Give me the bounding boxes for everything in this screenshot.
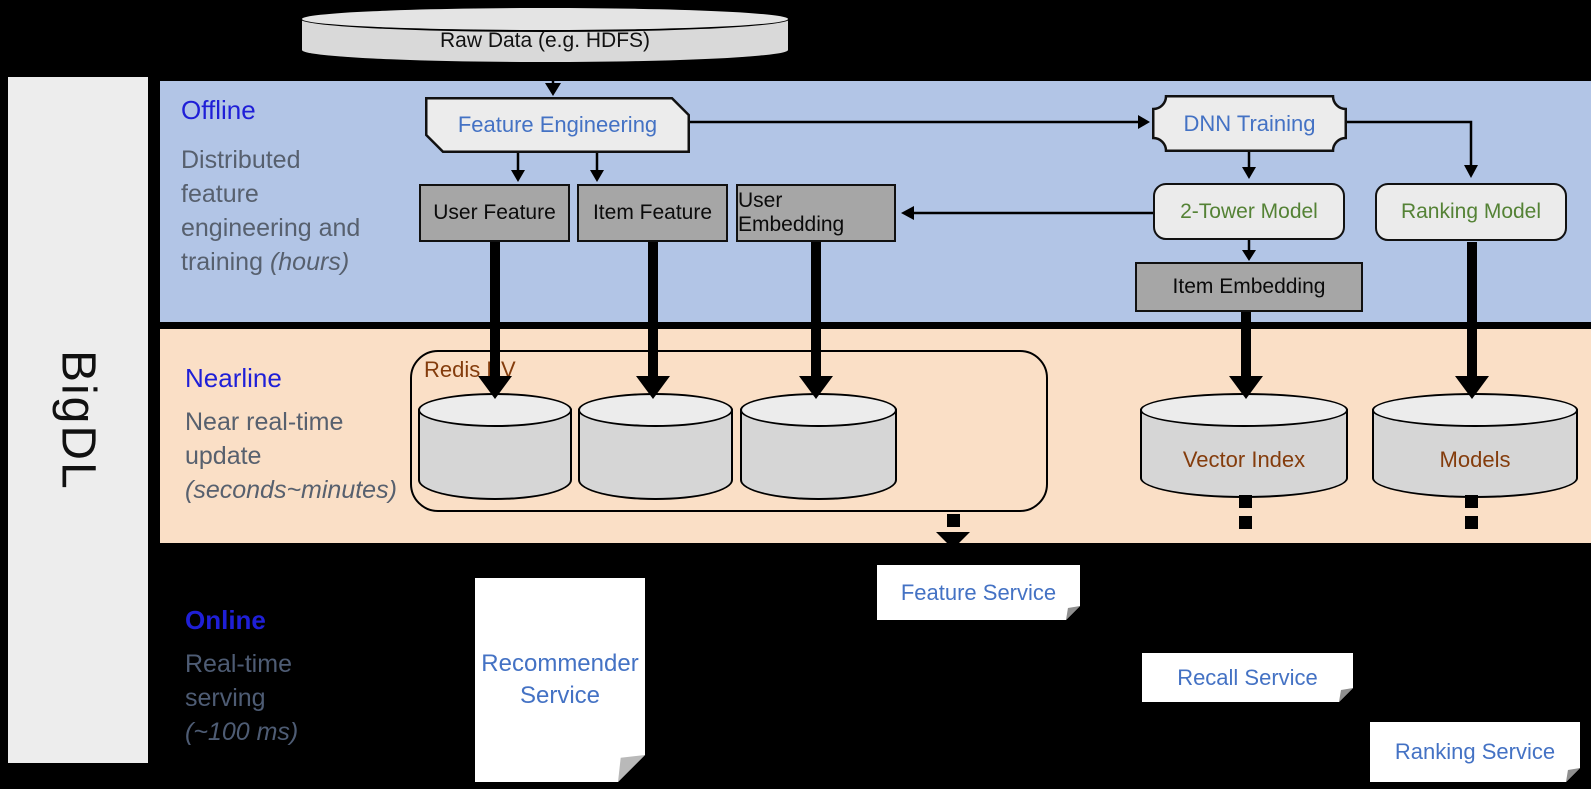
feature-engineering-node: Feature Engineering: [425, 97, 690, 153]
models-label: Models: [1439, 446, 1511, 472]
cylinder-body: [418, 409, 572, 500]
recall-service-node: Recall Service: [1142, 653, 1353, 702]
kv-store-cylinder-3: [740, 393, 897, 500]
vector-index-cylinder: Vector Index: [1140, 393, 1348, 498]
dnn-training-node: DNN Training: [1152, 95, 1347, 152]
folded-corner: [1339, 688, 1353, 702]
user-feature-node: User Feature: [419, 184, 570, 242]
folded-corner: [1566, 768, 1580, 782]
offline-desc-line4: training: [181, 248, 263, 276]
item-feature-node: Item Feature: [577, 184, 728, 242]
nearline-desc-line2: update: [185, 442, 262, 470]
user-embedding-label: User Embedding: [738, 189, 845, 236]
kv-store-cylinder-2: [578, 393, 733, 500]
nearline-title: Nearline: [185, 363, 282, 393]
models-cylinder: Models: [1372, 393, 1578, 498]
ranking-service-node: Ranking Service: [1370, 722, 1580, 782]
item-embedding-label: Item Embedding: [1172, 275, 1326, 298]
folded-corner: [1066, 606, 1080, 620]
bigdl-vertical-label: BigDL: [51, 349, 105, 491]
ranking-service-label: Ranking Service: [1394, 739, 1556, 764]
raw-data-label: Raw Data (e.g. HDFS): [439, 29, 651, 52]
online-title: Online: [185, 605, 266, 635]
ranking-model-label: Ranking Model: [1400, 200, 1542, 223]
nearline-description: Near real-time update (seconds~minutes): [185, 405, 397, 507]
ranking-model-node: Ranking Model: [1375, 183, 1567, 241]
raw-data-cylinder: Raw Data (e.g. HDFS): [300, 6, 790, 64]
offline-desc-line2: feature: [181, 180, 259, 208]
cylinder-top-ellipse: [300, 6, 790, 32]
offline-description: Distributed feature engineering and trai…: [181, 143, 360, 279]
two-tower-model-node: 2-Tower Model: [1153, 183, 1345, 240]
folded-corner: [618, 755, 645, 782]
bigdl-brand-strip: BigDL: [8, 77, 148, 763]
item-feature-label: Item Feature: [592, 201, 713, 224]
cylinder-top-ellipse: [418, 393, 572, 427]
online-desc-line1: Real-time: [185, 650, 292, 678]
offline-desc-hours: (hours): [269, 248, 350, 276]
cylinder-top-ellipse: [1140, 393, 1348, 427]
nearline-desc-line1: Near real-time: [185, 408, 344, 436]
online-desc-line2: serving: [185, 684, 266, 712]
snip-corner-shape: [425, 97, 690, 153]
nearline-desc-latency: (seconds~minutes): [185, 476, 397, 504]
feature-service-label: Feature Service: [900, 579, 1057, 605]
redis-kv-container: [410, 350, 1048, 512]
offline-title: Offline: [181, 95, 256, 125]
vector-index-label: Vector Index: [1182, 446, 1306, 472]
recall-service-label: Recall Service: [1177, 664, 1318, 690]
item-embedding-node: Item Embedding: [1135, 262, 1363, 312]
dnn-training-label: DNN Training: [1183, 110, 1316, 136]
cylinder-top-ellipse: [740, 393, 897, 427]
recommender-service-line2: Service: [519, 682, 601, 709]
redis-kv-label: Redis KV: [424, 357, 516, 382]
offline-desc-line3: engineering and: [181, 214, 361, 242]
online-desc-latency: (~100 ms): [185, 718, 299, 746]
user-embedding-node: User Embedding: [736, 184, 896, 242]
two-tower-model-label: 2-Tower Model: [1180, 199, 1318, 223]
recommender-service-node: Recommender Service: [475, 578, 645, 782]
recommender-service-label: Recommender Service: [475, 578, 645, 782]
feature-engineering-label: Feature Engineering: [457, 112, 658, 137]
recommender-service-line1: Recommender: [481, 650, 639, 677]
kv-store-cylinder-1: [418, 393, 572, 500]
offline-desc-line1: Distributed: [181, 146, 301, 174]
plaque-shape: [1152, 95, 1347, 152]
online-description: Real-time serving (~100 ms): [185, 647, 298, 749]
user-feature-label: User Feature: [433, 201, 556, 224]
cylinder-top-ellipse: [1372, 393, 1578, 427]
cylinder-top-ellipse: [578, 393, 733, 427]
feature-service-node: Feature Service: [877, 565, 1080, 620]
